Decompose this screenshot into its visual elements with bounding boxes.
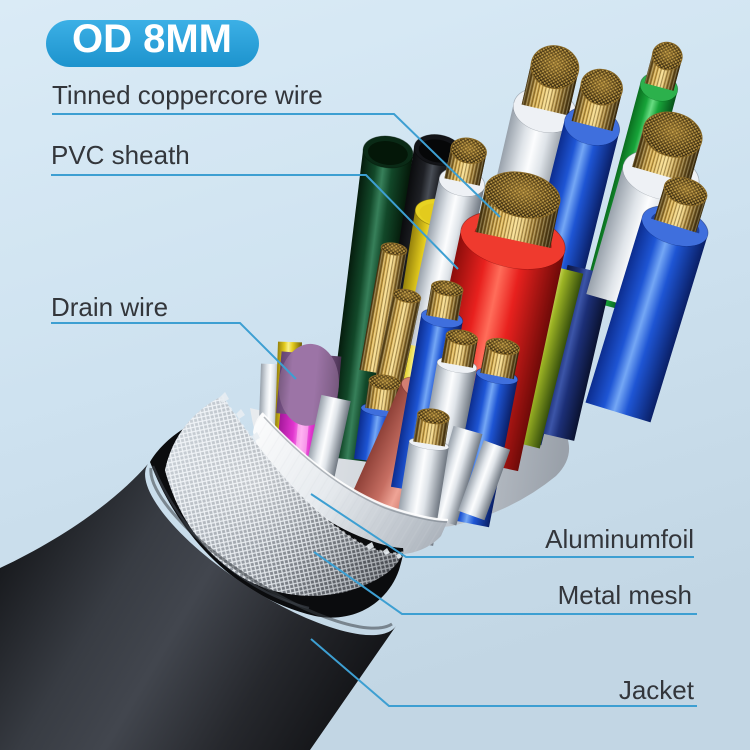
wire-part xyxy=(325,148,413,463)
wire-white-ba xyxy=(427,425,483,526)
wire-part xyxy=(530,45,580,90)
label-tinned: Tinned coppercore wire xyxy=(52,80,323,110)
wire-part xyxy=(663,177,708,207)
wire-part xyxy=(585,216,708,423)
label-mesh: Metal mesh xyxy=(558,580,692,610)
wire-bundle xyxy=(256,41,709,546)
wire-part xyxy=(460,228,565,270)
wire-part xyxy=(417,408,450,425)
wire-part xyxy=(393,289,421,303)
wire-part xyxy=(450,137,487,164)
wire-part xyxy=(485,338,520,355)
wire-part xyxy=(381,242,407,256)
label-pvc: PVC sheath xyxy=(51,140,190,170)
wire-part xyxy=(642,111,703,158)
wire-part xyxy=(643,111,703,158)
wire-part xyxy=(580,69,623,106)
wire-part xyxy=(664,177,707,206)
wire-part xyxy=(369,374,401,390)
wire-part xyxy=(476,371,518,385)
wire-part xyxy=(404,177,485,354)
wire-part xyxy=(417,408,450,424)
wire-part xyxy=(485,337,520,356)
metal-mesh xyxy=(165,392,404,596)
wire-part xyxy=(431,280,464,297)
wire-white-br xyxy=(458,440,511,521)
wire-blue-t5 xyxy=(585,177,709,423)
label-jacket: Jacket xyxy=(619,675,695,705)
jacket xyxy=(0,464,396,750)
wire-part xyxy=(458,440,511,521)
wire-part xyxy=(430,280,464,297)
wire-part xyxy=(380,242,408,256)
callout-line-tinned xyxy=(52,113,501,218)
wire-part xyxy=(418,139,457,163)
label-foil: Aluminumfoil xyxy=(545,524,694,554)
wire-part xyxy=(531,45,579,89)
wire-part xyxy=(446,329,478,346)
wire-part xyxy=(484,171,561,219)
callout-line-foil xyxy=(310,493,694,558)
od-badge: OD 8MM xyxy=(46,17,259,67)
wire-part xyxy=(421,314,463,328)
wire-part xyxy=(642,216,708,247)
callout-labels: Tinned coppercore wire PVC sheath Drain … xyxy=(51,80,695,705)
wire-part xyxy=(485,171,561,219)
wire-part xyxy=(651,41,683,71)
wire-part xyxy=(409,440,449,450)
callout-line-mesh xyxy=(313,551,697,615)
wire-drain1 xyxy=(359,242,408,375)
wire-part xyxy=(513,102,577,133)
wire-dgreen xyxy=(325,135,414,463)
wire-part xyxy=(427,425,483,526)
label-drain: Drain wire xyxy=(51,292,168,322)
callout-line-jacket xyxy=(310,638,697,707)
wire-part xyxy=(392,288,422,304)
wire-part xyxy=(564,119,620,146)
aluminum-foil xyxy=(253,412,449,555)
wire-part xyxy=(437,361,477,373)
wire-part xyxy=(362,135,414,169)
wire-part xyxy=(652,42,683,70)
od-badge-label: OD 8MM xyxy=(72,17,232,61)
wire-part xyxy=(359,246,407,375)
wire-part xyxy=(445,329,479,346)
callout-lines xyxy=(51,113,697,707)
wire-part xyxy=(580,68,623,106)
callout-line-pvc xyxy=(51,174,459,270)
wire-part xyxy=(367,140,408,165)
wire-part xyxy=(640,82,678,101)
wire-part xyxy=(450,137,487,164)
callout-line-drain xyxy=(51,322,297,380)
